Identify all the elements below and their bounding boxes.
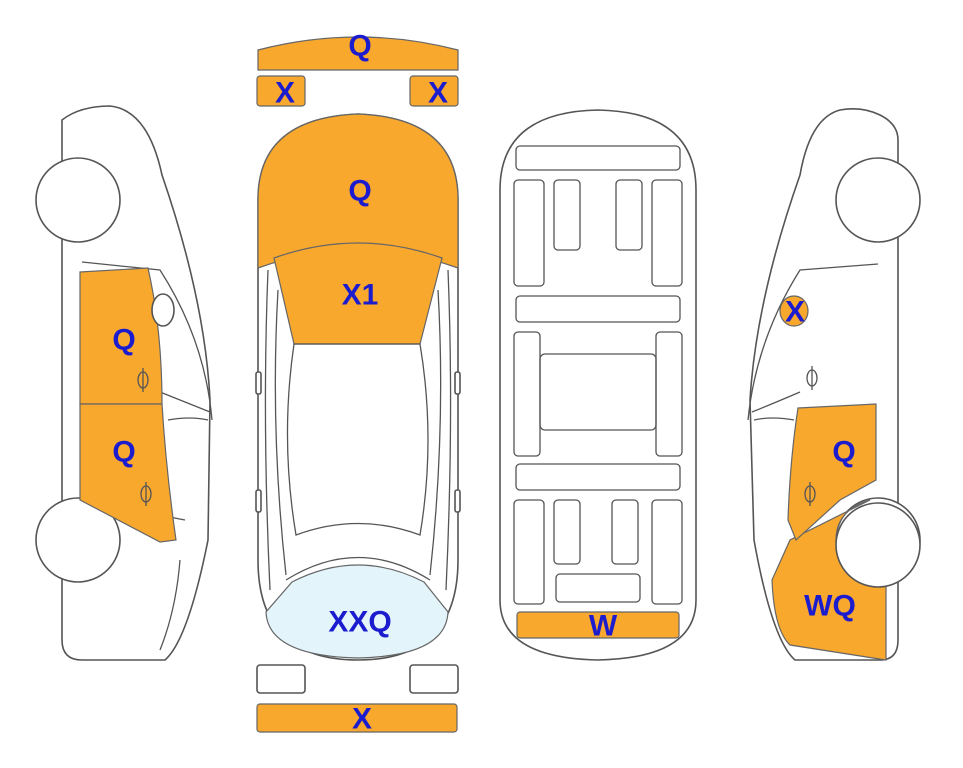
label-right-quarter-panel: WQ xyxy=(804,590,856,623)
top-left-handle-2 xyxy=(255,489,262,513)
top-right-handle-2 xyxy=(454,489,461,513)
rear-window-top-line xyxy=(285,556,431,581)
front-bumper-strip[interactable] xyxy=(257,36,459,71)
top-right-contour xyxy=(445,269,452,591)
ub-front-left-box xyxy=(553,179,581,251)
underbody-outline xyxy=(499,109,697,661)
ub-front-right-rail xyxy=(651,179,683,287)
underbody-view xyxy=(499,109,697,661)
left-rear-door[interactable] xyxy=(79,403,177,543)
underbody-rear-bar[interactable] xyxy=(516,611,680,639)
label-windshield: X1 xyxy=(342,279,379,312)
right-side-window-line-2 xyxy=(753,417,795,421)
top-view xyxy=(255,36,461,733)
ub-rear-right-box xyxy=(611,499,639,565)
label-front-bumper: Q xyxy=(348,30,371,63)
label-left-front-door: Q xyxy=(112,324,135,357)
headlight-left[interactable] xyxy=(256,75,306,107)
left-side-window-line-2 xyxy=(167,417,209,421)
right-side-window-line xyxy=(751,391,801,413)
left-side-window-line xyxy=(159,391,211,413)
damage-labels: Q X X Q X1 XXQ X W Q Q X Q WQ xyxy=(112,30,856,736)
ub-crossmember-1 xyxy=(515,295,681,323)
label-headlight-left: X xyxy=(275,77,295,110)
label-rear-bumper: X xyxy=(352,703,372,736)
roof xyxy=(286,343,429,536)
top-right-inner-line xyxy=(429,289,442,576)
top-left-handle-1 xyxy=(255,371,262,395)
right-front-wheel xyxy=(835,157,921,243)
rear-window[interactable] xyxy=(265,564,449,659)
label-headlight-right: X xyxy=(428,77,448,110)
left-side-inner-line-1 xyxy=(81,261,213,421)
ub-rear-right-rail xyxy=(651,499,683,605)
label-rear-window: XXQ xyxy=(328,606,391,639)
left-rear-wheel xyxy=(35,497,121,583)
ub-front-right-box xyxy=(615,179,643,251)
label-underbody-rear-bar: W xyxy=(589,610,618,643)
top-right-handle-1 xyxy=(454,371,461,395)
label-left-rear-door: Q xyxy=(112,436,135,469)
ub-crossmember-2 xyxy=(515,463,681,491)
ub-front-left-rail xyxy=(513,179,545,287)
right-rear-wheel-front xyxy=(835,502,921,588)
top-left-inner-line xyxy=(274,289,287,576)
label-right-front-door: Q xyxy=(832,436,855,469)
right-side-view xyxy=(747,108,921,661)
left-rear-door-handle xyxy=(140,482,152,506)
taillight-right xyxy=(409,664,459,694)
right-front-door-handle xyxy=(806,366,818,390)
left-side-rear-contour xyxy=(159,559,181,651)
headlight-right[interactable] xyxy=(409,75,459,107)
rear-bumper-strip[interactable] xyxy=(256,703,458,733)
taillight-left xyxy=(256,664,306,694)
top-left-contour xyxy=(264,269,271,591)
windshield[interactable] xyxy=(273,242,443,345)
label-right-mirror-area: X xyxy=(785,296,805,329)
left-mirror xyxy=(151,293,175,327)
ub-rear-center-box xyxy=(555,573,641,603)
right-mirror-area[interactable] xyxy=(779,295,809,327)
left-front-door-handle xyxy=(137,368,149,392)
right-side-inner-line-1 xyxy=(747,263,879,421)
ub-rear-left-rail xyxy=(513,499,545,605)
left-front-wheel xyxy=(35,157,121,243)
ub-center-panel xyxy=(539,353,657,431)
ub-front-bar xyxy=(515,145,681,171)
ub-rear-left-box xyxy=(553,499,581,565)
right-rear-door-handle xyxy=(804,482,816,506)
left-side-view xyxy=(35,105,213,661)
label-hood: Q xyxy=(348,175,371,208)
